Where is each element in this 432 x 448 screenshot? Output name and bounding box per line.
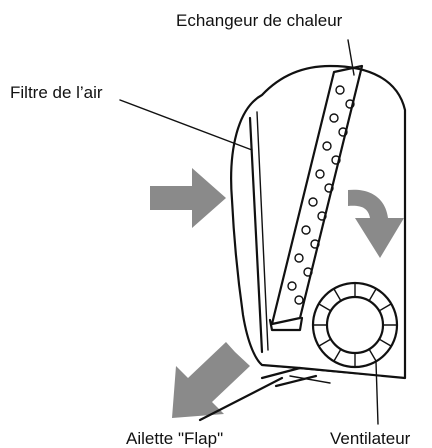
flap-louvers bbox=[260, 366, 331, 388]
arrow-down-left-icon bbox=[172, 342, 250, 418]
air-filter-label: Filtre de l’air bbox=[10, 83, 103, 102]
fan-blades bbox=[312, 282, 398, 368]
heat-exchanger-label: Echangeur de chaleur bbox=[176, 11, 343, 30]
leader-lines bbox=[119, 39, 379, 425]
curved-arrow-down-icon bbox=[348, 189, 404, 258]
fan-label: Ventilateur bbox=[330, 429, 411, 448]
fan bbox=[311, 281, 399, 369]
heat-exchanger-tubes bbox=[287, 85, 355, 305]
arrow-right-icon bbox=[150, 168, 226, 228]
flap-label: Ailette "Flap" bbox=[126, 429, 223, 448]
unit-housing bbox=[230, 64, 407, 380]
air-filter bbox=[248, 111, 269, 354]
